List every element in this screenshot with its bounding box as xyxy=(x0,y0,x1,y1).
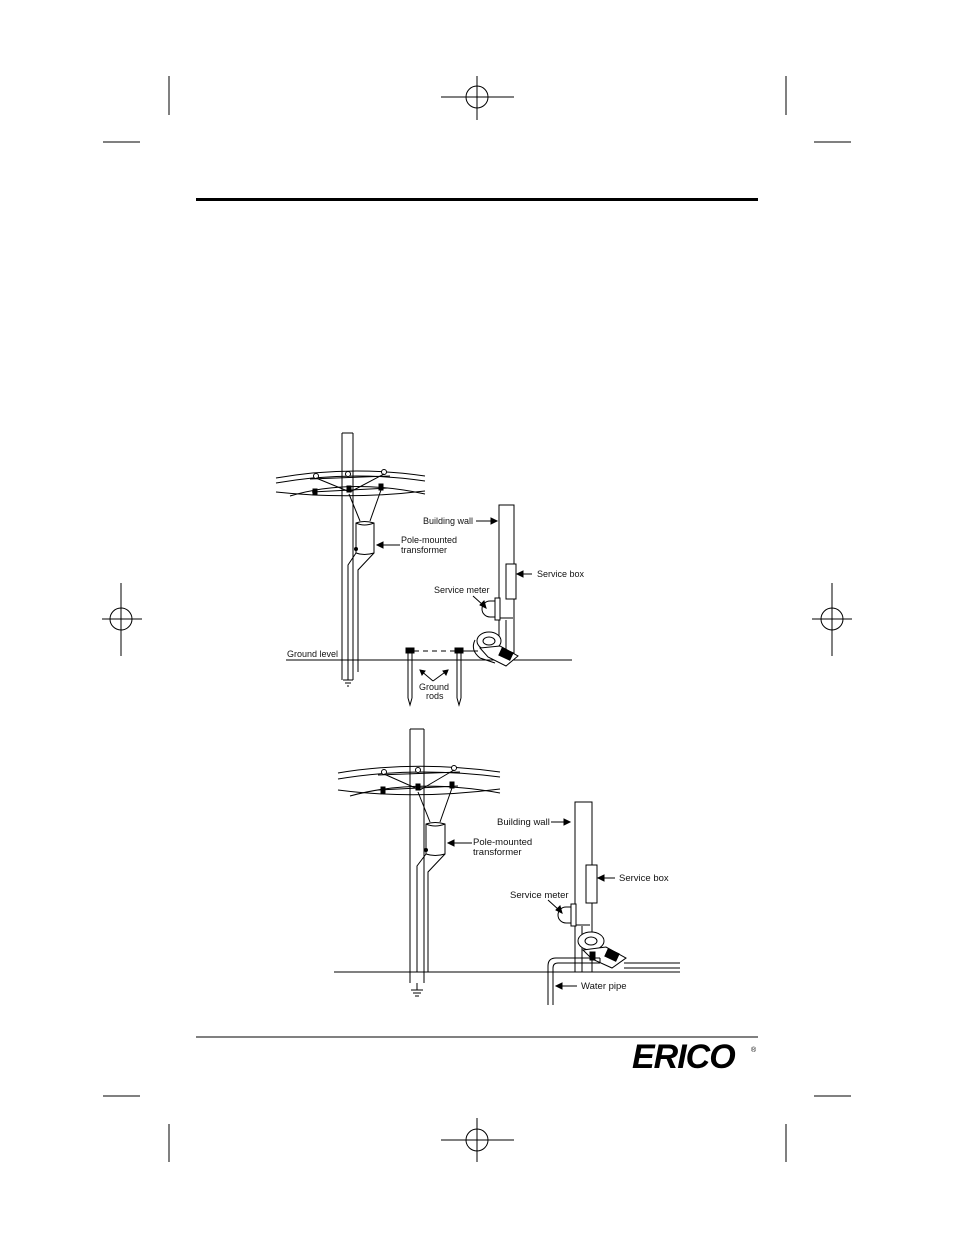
header-rule xyxy=(196,198,758,201)
label-pole-transformer-2: transformer xyxy=(401,545,447,555)
ground-rod-left xyxy=(406,648,414,705)
ground-symbol xyxy=(343,672,353,686)
logo-registered-mark: ® xyxy=(751,1046,757,1054)
diagram-ground-rods xyxy=(276,433,572,705)
label-service-meter: Service meter xyxy=(434,585,490,595)
pole-transformer xyxy=(348,522,374,673)
crossarms xyxy=(378,766,460,794)
label-pole-transformer-1: Pole-mounted xyxy=(401,535,457,545)
label-building-wall: Building wall xyxy=(423,516,473,526)
service-box xyxy=(506,564,516,599)
logo-wordmark: ERICO xyxy=(632,1038,735,1076)
label-ground-level: Ground level xyxy=(287,649,338,659)
diagram-water-pipe xyxy=(334,729,680,1005)
registration-mark-top xyxy=(441,76,514,120)
label-pole-transformer-2: transformer xyxy=(473,847,522,858)
label-service-box: Service box xyxy=(537,569,585,579)
label-service-meter: Service meter xyxy=(510,890,569,901)
labels-top: Building wall Pole-mounted transformer S… xyxy=(287,516,585,701)
label-building-wall: Building wall xyxy=(497,817,550,828)
ground-rod-right xyxy=(455,648,463,705)
crop-marks xyxy=(103,76,851,1162)
registration-mark-bottom xyxy=(441,1118,514,1162)
crossarms xyxy=(310,470,390,496)
label-water-pipe: Water pipe xyxy=(581,981,627,992)
service-box xyxy=(586,865,597,903)
pole-transformer xyxy=(417,823,445,973)
ground-rods-arrows xyxy=(420,670,448,681)
erico-logo: ERICO ® xyxy=(632,1038,757,1076)
registration-mark-left xyxy=(102,583,142,656)
transformer-leads xyxy=(418,788,452,822)
registration-mark-right xyxy=(812,583,852,656)
service-meter xyxy=(482,598,500,620)
ground-symbol xyxy=(411,983,423,996)
label-service-box: Service box xyxy=(619,873,669,884)
label-ground-rods-2: rods xyxy=(426,691,444,701)
